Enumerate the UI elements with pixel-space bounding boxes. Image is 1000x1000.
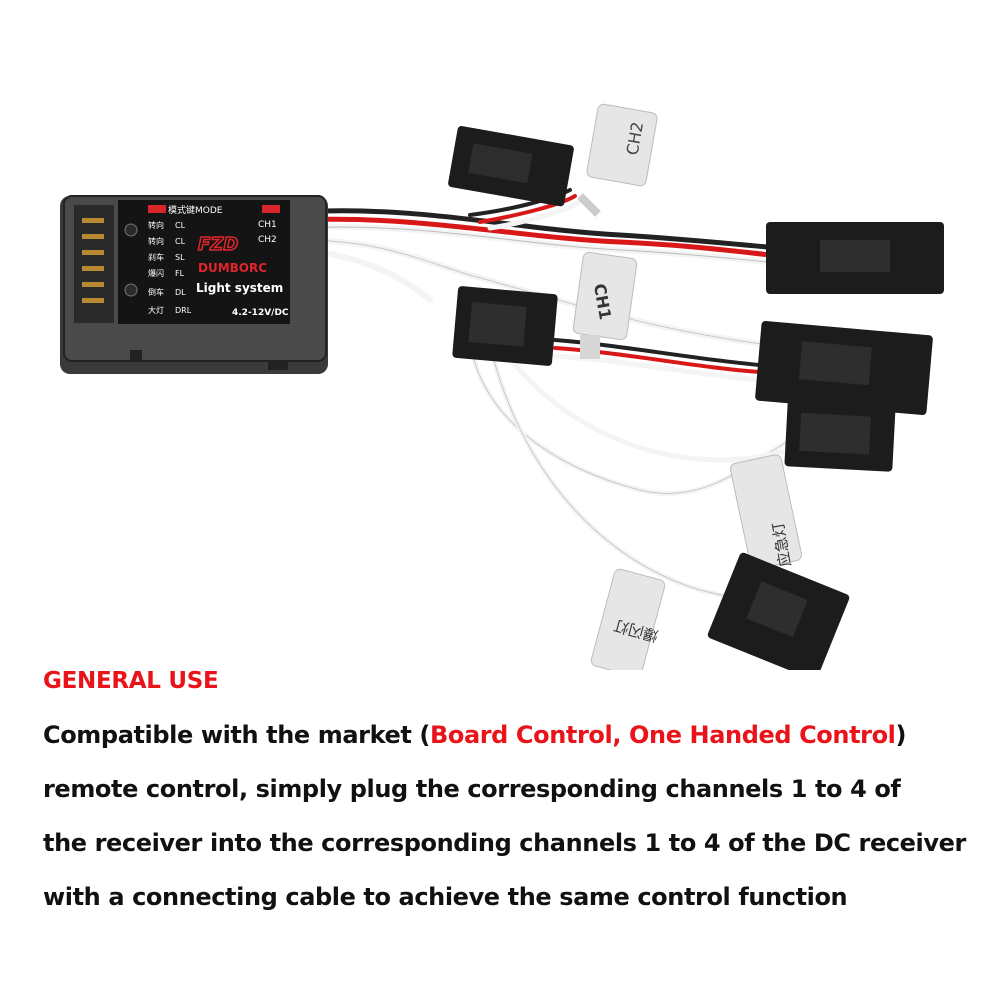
description-block: GENERAL USE Compatible with the market (… <box>43 668 973 924</box>
wire-harness <box>297 188 793 603</box>
tag-ch1: CH1 <box>572 251 638 359</box>
description-line-4: with a connecting cable to achieve the s… <box>43 883 848 911</box>
description-line-3: the receiver into the corresponding chan… <box>43 829 966 857</box>
connector-bottom <box>707 552 850 670</box>
connector-right-3 <box>784 400 896 472</box>
pin-label-code: DL <box>175 288 186 297</box>
pin-label-cn: 爆闪 <box>148 268 164 278</box>
channel-label-ch1: CH1 <box>258 220 277 230</box>
pin-label-cn: 大灯 <box>148 305 164 315</box>
connector-right-1 <box>766 222 944 294</box>
section-heading: GENERAL USE <box>43 668 219 694</box>
controller-box: 模式键MODE CH1 CH2 转向 CL 转向 CL 刹车 SL 爆闪 FL … <box>60 195 328 374</box>
led-indicator <box>124 283 138 297</box>
product-photo: 模式键MODE CH1 CH2 转向 CL 转向 CL 刹车 SL 爆闪 FL … <box>60 103 944 670</box>
pin-label-code: CL <box>175 221 186 230</box>
pin-label-cn: 转向 <box>148 236 164 246</box>
brand-name: DUMBORC <box>198 261 267 275</box>
line1-suffix: ) <box>895 721 907 749</box>
channel-label-ch2: CH2 <box>258 235 277 245</box>
connector-right-2 <box>755 320 933 416</box>
line1-highlight: Board Control, One Handed Control <box>429 721 896 749</box>
pin-label-cn: 刹车 <box>148 252 164 262</box>
mode-label: 模式键MODE <box>168 204 223 216</box>
pin-label-code: DRL <box>175 306 192 315</box>
connector-ch1 <box>452 286 558 366</box>
brand-logo: FZD <box>198 234 238 255</box>
system-name: Light system <box>196 281 283 295</box>
pin-label-code: FL <box>175 269 185 278</box>
line1-prefix: Compatible with the market ( <box>43 721 430 749</box>
pin-header <box>82 218 104 303</box>
connector-ch2 <box>448 126 574 207</box>
description-line-2: remote control, simply plug the correspo… <box>43 775 901 803</box>
pin-label-cn: 倒车 <box>148 287 164 297</box>
pin-label-cn: 转向 <box>148 220 164 230</box>
voltage-label: 4.2-12V/DC <box>232 308 289 318</box>
pin-label-code: CL <box>175 237 186 246</box>
description-line-1: Compatible with the market (Board Contro… <box>43 708 973 762</box>
tag-emergency-light: 应急灯 <box>729 454 803 570</box>
tag-ch2: CH2 <box>577 103 658 217</box>
led-indicator <box>124 223 138 237</box>
tag-flash-light: 爆闪灯 <box>590 568 666 670</box>
pin-label-code: SL <box>175 253 185 262</box>
